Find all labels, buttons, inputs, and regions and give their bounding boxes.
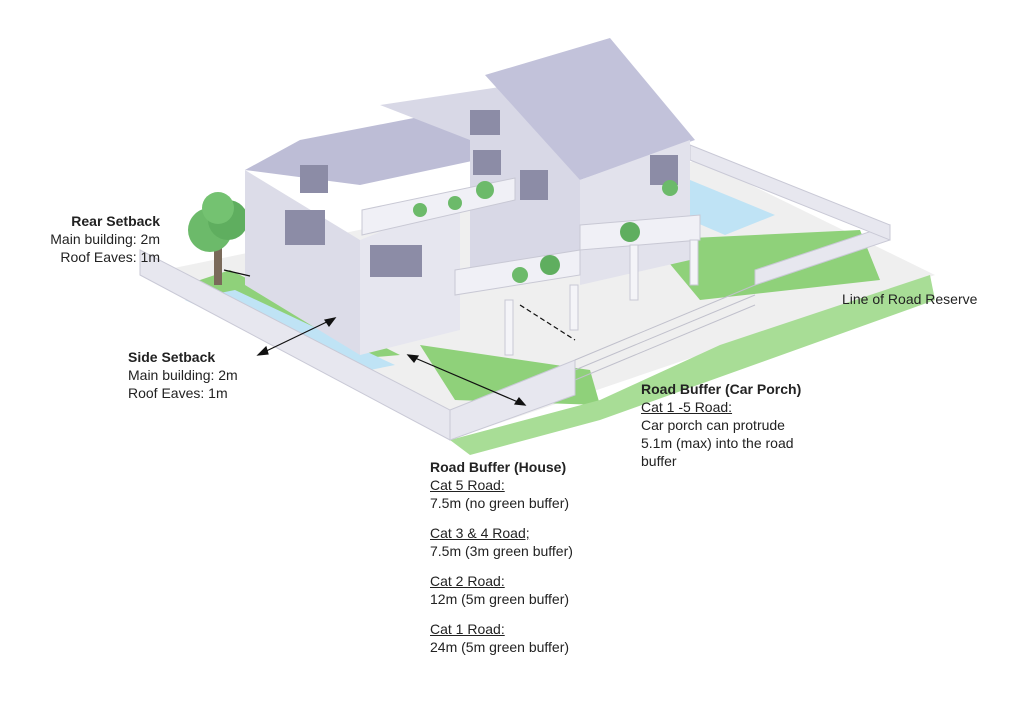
side-setback-label: Side Setback Main building: 2m Roof Eave… bbox=[128, 348, 288, 402]
car-porch-title: Road Buffer (Car Porch) bbox=[641, 381, 802, 397]
car-porch-posts bbox=[504, 239, 699, 356]
rear-setback-title: Rear Setback bbox=[71, 213, 160, 229]
rear-pool bbox=[690, 180, 775, 235]
balconies bbox=[361, 177, 701, 296]
road-buffer-house-label: Road Buffer (House) Cat 5 Road: 7.5m (no… bbox=[430, 458, 650, 656]
house-left-wall bbox=[245, 170, 360, 355]
house-buffer-cat-3-4: Cat 3 & 4 Road; bbox=[430, 525, 530, 541]
gate-fence bbox=[574, 284, 756, 381]
car-porch-cat: Cat 1 -5 Road: bbox=[641, 399, 733, 415]
line-of-road-reserve-label: Line of Road Reserve bbox=[842, 291, 978, 307]
house-front-wall bbox=[360, 200, 460, 355]
house-buffer-cat-2: Cat 2 Road: bbox=[430, 573, 505, 589]
road-buffer-car-porch-label: Road Buffer (Car Porch) Cat 1 -5 Road: C… bbox=[641, 380, 841, 470]
house-buffer-title: Road Buffer (House) bbox=[430, 459, 567, 475]
side-setback-roof-eaves: Roof Eaves: 1m bbox=[128, 385, 228, 401]
car-porch-line1: Car porch can protrude bbox=[641, 417, 785, 433]
house-buffer-cat-2-value: 12m (5m green buffer) bbox=[430, 591, 570, 607]
windows bbox=[285, 110, 678, 277]
house-buffer-cat-1-value: 24m (5m green buffer) bbox=[430, 639, 570, 655]
side-setback-main-building: Main building: 2m bbox=[128, 367, 238, 383]
house-buffer-cat-5-value: 7.5m (no green buffer) bbox=[430, 495, 570, 511]
house-buffer-cat-1: Cat 1 Road: bbox=[430, 621, 505, 637]
house-tall-wall bbox=[380, 75, 580, 285]
road-verge bbox=[450, 275, 935, 455]
dimension-arrows bbox=[223, 269, 576, 406]
car-porch-line2: 5.1m (max) into the road bbox=[641, 435, 794, 451]
house-tall-gable bbox=[485, 38, 695, 180]
rear-setback-label: Rear Setback Main building: 2m Roof Eave… bbox=[20, 212, 160, 266]
car-porch-line3: buffer bbox=[641, 453, 677, 469]
rear-setback-roof-eaves: Roof Eaves: 1m bbox=[60, 249, 160, 265]
house-buffer-cat-5: Cat 5 Road: bbox=[430, 477, 505, 493]
rear-setback-main-building: Main building: 2m bbox=[50, 231, 160, 247]
side-setback-title: Side Setback bbox=[128, 349, 216, 365]
tree bbox=[188, 192, 248, 285]
house-buffer-cat-3-4-value: 7.5m (3m green buffer) bbox=[430, 543, 573, 559]
